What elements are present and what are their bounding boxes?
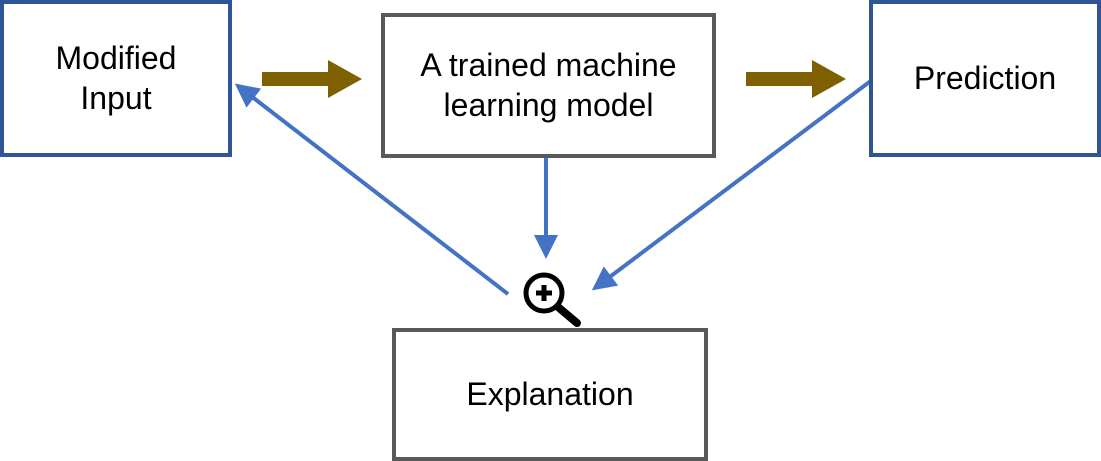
prediction-box: Prediction [869, 0, 1101, 157]
model-label: A trained machine learning model [420, 47, 677, 123]
zoom-in-icon [523, 272, 581, 327]
flow-arrow-model-to-prediction [746, 60, 846, 98]
explanation-box: Explanation [392, 328, 708, 461]
prediction-label: Prediction [913, 59, 1057, 96]
modified-input-label: Modified Input [55, 40, 177, 116]
modified-input-box: Modified Input [0, 0, 232, 157]
arrow-explanation-to-input [234, 83, 510, 296]
flow-arrow-input-to-model [262, 60, 362, 98]
arrow-prediction-to-explanation [591, 78, 874, 291]
explanation-label: Explanation [466, 375, 634, 412]
model-box: A trained machine learning model [381, 13, 716, 158]
